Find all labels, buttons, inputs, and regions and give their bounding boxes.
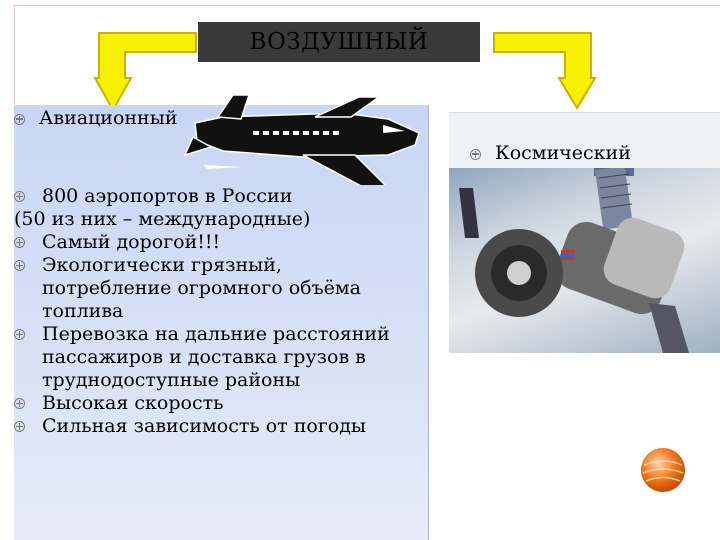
- list-item-text: (50 из них – международные): [14, 208, 311, 230]
- airplane-icon: [183, 95, 420, 185]
- list-item: Сильная зависимость от погоды: [14, 415, 434, 438]
- list-item-text: Перевозка на дальние расстояний: [42, 323, 390, 345]
- list-item-text: Экологически грязный,: [42, 254, 282, 276]
- list-item-text: 800 аэропортов в России: [42, 185, 293, 207]
- bullet-icon: [14, 421, 25, 432]
- list-item-text: пассажиров и доставка грузов в: [42, 346, 366, 368]
- list-item: 800 аэропортов в России: [14, 185, 434, 208]
- bullet-icon: [14, 329, 25, 340]
- bullet-icon: [14, 237, 25, 248]
- list-item: Перевозка на дальние расстояний: [14, 323, 434, 346]
- list-item-text: Самый дорогой!!!: [42, 231, 221, 253]
- aviation-heading: Авиационный: [39, 107, 178, 129]
- list-item: Высокая скорость: [14, 392, 434, 415]
- list-item-continuation: топлива: [14, 300, 434, 323]
- spacecraft-photo: [449, 168, 720, 353]
- right-arrow-icon: [493, 32, 597, 110]
- list-item-text: потребление огромного объёма: [42, 277, 362, 299]
- left-arrow-icon: [93, 32, 197, 112]
- list-item-continuation: труднодоступные районы: [14, 369, 434, 392]
- aviation-bullet-list: 800 аэропортов в России (50 из них – меж…: [14, 185, 434, 438]
- list-item-text: Высокая скорость: [42, 392, 224, 414]
- list-item-text: труднодоступные районы: [42, 369, 301, 391]
- space-heading-row: Космический: [470, 142, 631, 164]
- page-title-text: ВОЗДУШНЫЙ: [249, 29, 429, 55]
- bullet-icon: [470, 148, 481, 160]
- space-panel-header: [449, 112, 720, 168]
- list-item-continuation: пассажиров и доставка грузов в: [14, 346, 434, 369]
- bullet-icon: [14, 398, 25, 409]
- list-item: (50 из них – международные): [14, 208, 434, 231]
- frame-top-line: [14, 5, 720, 6]
- aviation-heading-row: Авиационный: [14, 107, 178, 129]
- bullet-icon: [14, 260, 25, 271]
- orange-orb-icon: [641, 448, 685, 492]
- page-title: ВОЗДУШНЫЙ: [198, 22, 480, 62]
- spacecraft-illustration: [459, 168, 689, 353]
- bullet-icon: [14, 191, 25, 202]
- list-item-text: топлива: [42, 300, 124, 322]
- list-item-text: Сильная зависимость от погоды: [42, 415, 367, 437]
- list-item: Самый дорогой!!!: [14, 231, 434, 254]
- list-item: Экологически грязный,: [14, 254, 434, 277]
- bullet-icon: [14, 113, 25, 125]
- list-item-continuation: потребление огромного объёма: [14, 277, 434, 300]
- space-heading: Космический: [495, 142, 631, 164]
